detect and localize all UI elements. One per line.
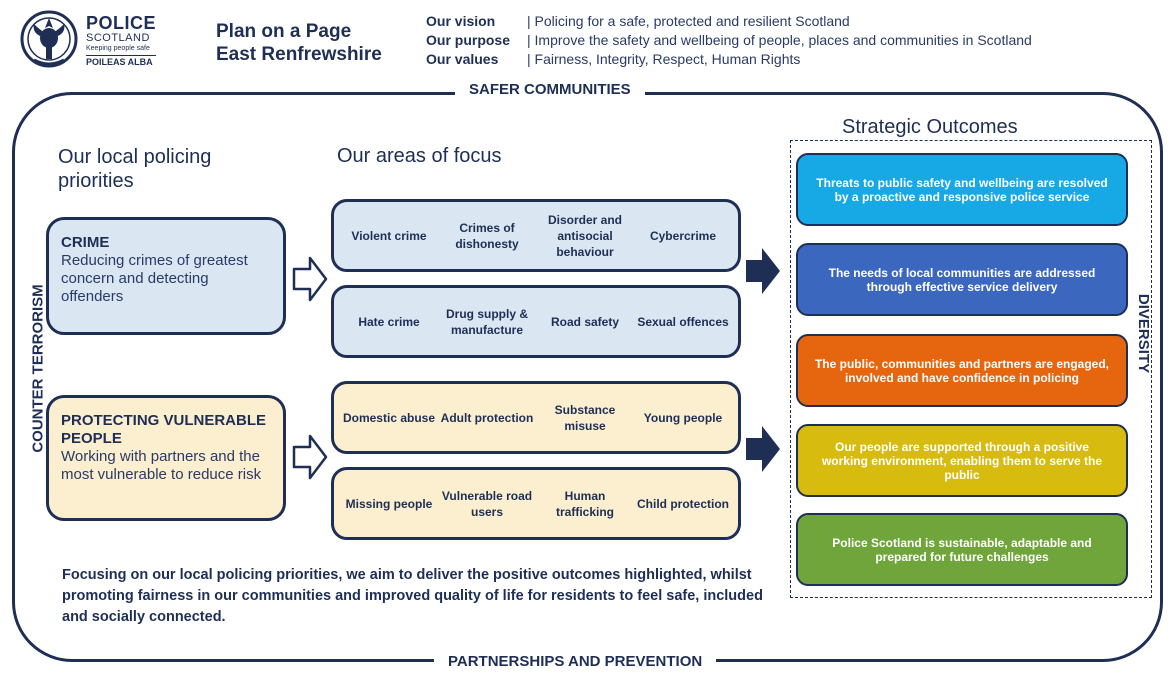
priority-title: CRIME bbox=[61, 234, 110, 251]
hollow-arrow-icon bbox=[292, 434, 328, 480]
priority-title: PROTECTING VULNERABLE PEOPLE bbox=[61, 412, 267, 447]
logo-scotland-text: SCOTLAND bbox=[86, 32, 150, 44]
focus-item: Missing people bbox=[345, 496, 433, 511]
vision-label: Our vision bbox=[426, 13, 496, 29]
priority-description: Reducing crimes of greatest concern and … bbox=[61, 252, 248, 305]
focus-item: Vulnerable road users bbox=[441, 488, 533, 519]
focus-box-vulnerable-2: Missing people Vulnerable road users Hum… bbox=[331, 467, 741, 540]
frame-label-bottom: PARTNERSHIPS AND PREVENTION bbox=[434, 653, 717, 670]
vision-purpose-values: Our vision | Policing for a safe, protect… bbox=[426, 12, 1032, 69]
focus-item: Sexual offences bbox=[637, 314, 729, 329]
logo-police-text: POLICE bbox=[86, 13, 157, 33]
page-title-line2: East Renfrewshire bbox=[216, 44, 382, 65]
vision-text: | Policing for a safe, protected and res… bbox=[527, 13, 850, 29]
priorities-heading: Our local policing priorities bbox=[58, 145, 211, 193]
hollow-arrow-icon bbox=[292, 256, 328, 302]
focus-box-crime-2: Hate crime Drug supply & manufacture Roa… bbox=[331, 285, 741, 358]
values-label: Our values bbox=[426, 51, 499, 67]
focus-item: Child protection bbox=[637, 496, 729, 511]
focus-item: Violent crime bbox=[351, 228, 427, 243]
focus-item: Hate crime bbox=[358, 314, 420, 329]
outcomes-container bbox=[790, 140, 1152, 598]
outcomes-heading: Strategic Outcomes bbox=[842, 116, 1018, 138]
priorities-heading-line2: priorities bbox=[58, 170, 134, 192]
priority-vulnerable-box: PROTECTING VULNERABLE PEOPLE Working wit… bbox=[46, 395, 286, 521]
outcome-box: The public, communities and partners are… bbox=[796, 334, 1128, 407]
focus-item: Substance misuse bbox=[554, 402, 616, 433]
purpose-label: Our purpose bbox=[426, 32, 511, 48]
purpose-row: Our purpose | Improve the safety and well… bbox=[426, 31, 1032, 50]
focus-item: Road safety bbox=[550, 314, 620, 329]
summary-statement: Focusing on our local policing prioritie… bbox=[62, 567, 763, 625]
outcome-box: Our people are supported through a posit… bbox=[796, 424, 1128, 497]
solid-arrow-icon bbox=[746, 426, 780, 472]
solid-arrow-icon bbox=[746, 248, 780, 294]
focus-item: Domestic abuse bbox=[342, 410, 436, 425]
focus-item: Adult protection bbox=[440, 410, 534, 425]
thistle-crest-icon bbox=[20, 10, 78, 68]
priorities-heading-line1: Our local policing bbox=[58, 146, 212, 168]
outcome-box: The needs of local communities are addre… bbox=[796, 243, 1128, 316]
vision-row: Our vision | Policing for a safe, protect… bbox=[426, 12, 1032, 31]
focus-item: Drug supply & manufacture bbox=[445, 306, 528, 337]
focus-item: Disorder and antisocial behaviour bbox=[547, 212, 622, 259]
frame-label-left: COUNTER TERRORISM bbox=[29, 274, 47, 463]
focus-item: Cybercrime bbox=[649, 228, 717, 243]
focus-item: Young people bbox=[643, 410, 723, 425]
priority-crime-box: CRIME Reducing crimes of greatest concer… bbox=[46, 217, 286, 335]
priority-description: Working with partners and the most vulne… bbox=[61, 448, 262, 483]
outcome-box: Police Scotland is sustainable, adaptabl… bbox=[796, 513, 1128, 586]
values-text: | Fairness, Integrity, Respect, Human Ri… bbox=[527, 51, 801, 67]
focus-item: Human trafficking bbox=[555, 488, 614, 519]
focus-box-vulnerable-1: Domestic abuse Adult protection Substanc… bbox=[331, 381, 741, 454]
logo-gaelic-text: POILEAS ALBA bbox=[86, 55, 157, 67]
page-title: Plan on a Page East Renfrewshire bbox=[216, 20, 382, 66]
logo-tagline: Keeping people safe bbox=[86, 45, 150, 52]
frame-label-top: SAFER COMMUNITIES bbox=[455, 81, 645, 98]
page-title-line1: Plan on a Page bbox=[216, 21, 352, 42]
values-row: Our values | Fairness, Integrity, Respect… bbox=[426, 50, 1032, 69]
purpose-text: | Improve the safety and wellbeing of pe… bbox=[527, 32, 1032, 48]
outcome-box: Threats to public safety and wellbeing a… bbox=[796, 153, 1128, 226]
focus-item: Crimes of dishonesty bbox=[455, 220, 519, 251]
focus-box-crime-1: Violent crime Crimes of dishonesty Disor… bbox=[331, 199, 741, 272]
focus-heading: Our areas of focus bbox=[337, 145, 502, 167]
police-scotland-logo: POLICE SCOTLAND Keeping people safe POIL… bbox=[20, 6, 180, 76]
